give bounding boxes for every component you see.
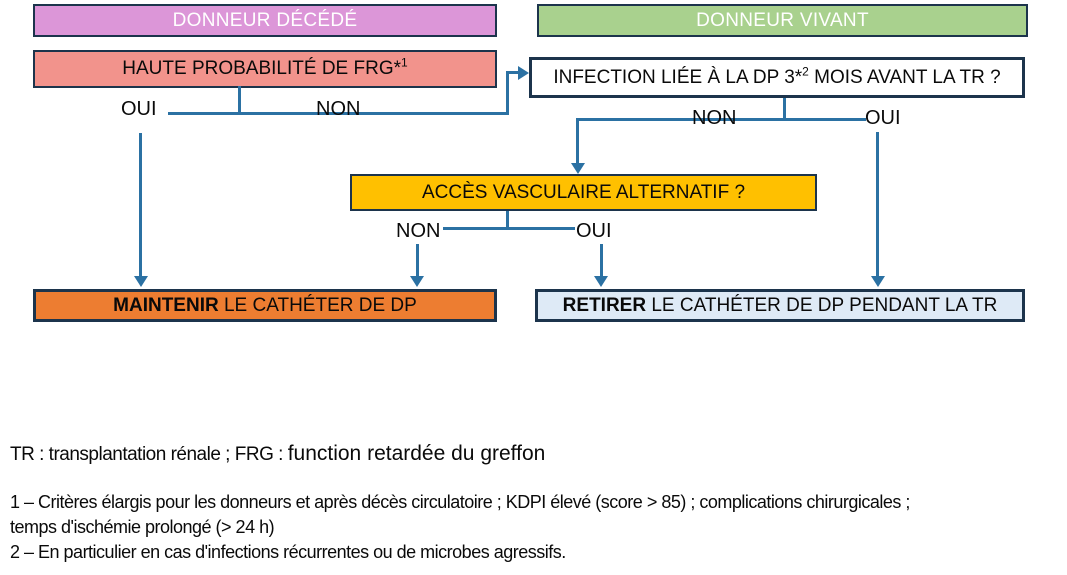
arrow-right-icon — [518, 66, 529, 80]
footnote-line: temps d'ischémie prolongé (> 24 h) — [10, 517, 275, 537]
footnote-line: 1 – Critères élargis pour les donneurs e… — [10, 492, 910, 512]
deceased-donor-header-box: DONNEUR DÉCÉDÉ — [33, 4, 497, 37]
abbreviation-legend: TR : transplantation rénale ; FRG : func… — [10, 442, 545, 466]
abbreviation-legend-text: TR : transplantation rénale ; FRG : — [10, 444, 288, 465]
arrow-down-icon — [571, 163, 585, 174]
connector-line — [783, 98, 786, 121]
vascular-access-question-label: ACCÈS VASCULAIRE ALTERNATIF ? — [421, 181, 746, 203]
connector-line — [577, 118, 866, 121]
branch-label-frg-non: NON — [316, 98, 361, 120]
connector-line — [506, 71, 520, 74]
arrow-down-icon — [871, 276, 885, 287]
frg-probability-label: HAUTE PROBABILITÉ DE FRG*1 — [122, 55, 408, 79]
connector-line — [416, 244, 419, 278]
infection-question-label: INFECTION LIÉE À LA DP 3*2 MOIS AVANT LA… — [553, 64, 1001, 88]
living-donor-header-box: DONNEUR VIVANT — [537, 4, 1028, 37]
branch-label-infection-non: NON — [692, 107, 737, 129]
branch-label-infection-oui: OUI — [865, 107, 901, 129]
connector-line — [139, 133, 142, 278]
arrow-down-icon — [134, 276, 148, 287]
connector-line — [876, 132, 879, 278]
connector-line — [443, 227, 575, 230]
branch-label-vascular-non: NON — [396, 220, 441, 242]
connector-line — [600, 244, 603, 278]
branch-label-frg-oui: OUI — [121, 98, 157, 120]
deceased-donor-header-label: DONNEUR DÉCÉDÉ — [172, 9, 358, 31]
footnote-line: 2 – En particulier en cas d'infections r… — [10, 542, 566, 562]
remove-catheter-label: RETIRER LE CATHÉTER DE DP PENDANT LA TR — [562, 294, 998, 316]
connector-line — [576, 118, 579, 165]
connector-line — [506, 72, 509, 115]
living-donor-header-label: DONNEUR VIVANT — [696, 9, 869, 31]
connector-line — [506, 211, 509, 229]
remove-catheter-outcome-box: RETIRER LE CATHÉTER DE DP PENDANT LA TR — [535, 289, 1025, 322]
maintain-catheter-outcome-box: MAINTENIR LE CATHÉTER DE DP — [33, 289, 497, 322]
footnotes-block: 1 – Critères élargis pour les donneurs e… — [10, 490, 910, 565]
connector-line — [238, 86, 241, 113]
abbreviation-expansion-text: function retardée du greffon — [287, 442, 546, 465]
arrow-down-icon — [594, 276, 608, 287]
frg-probability-box: HAUTE PROBABILITÉ DE FRG*1 — [33, 50, 497, 88]
connector-line — [168, 112, 509, 115]
branch-label-vascular-oui: OUI — [576, 220, 612, 242]
maintain-catheter-label: MAINTENIR LE CATHÉTER DE DP — [113, 294, 417, 316]
vascular-access-question-box: ACCÈS VASCULAIRE ALTERNATIF ? — [350, 174, 817, 211]
footnote-ref-1: 1 — [401, 55, 408, 70]
footnote-ref-2: 2 — [802, 64, 809, 79]
arrow-down-icon — [410, 276, 424, 287]
infection-question-box: INFECTION LIÉE À LA DP 3*2 MOIS AVANT LA… — [529, 57, 1025, 98]
